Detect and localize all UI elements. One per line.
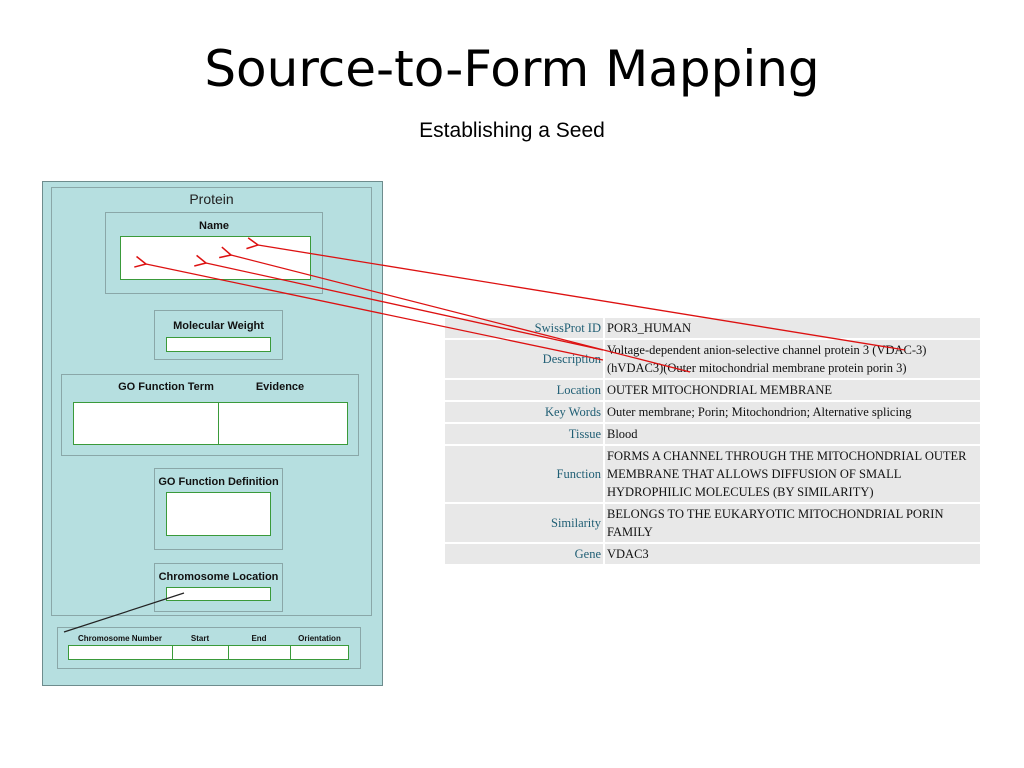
go-function-definition-field[interactable] (166, 492, 271, 536)
function-value: FORMS A CHANNEL THROUGH THE MITOCHONDRIA… (605, 446, 980, 502)
name-label: Name (199, 220, 229, 232)
go-function-definition-label: GO Function Definition (158, 476, 279, 488)
gene-value: VDAC3 (605, 544, 980, 564)
go-definition-section (154, 468, 283, 550)
swissprot-id-key: SwissProt ID (445, 318, 603, 338)
protein-form-title: Protein (189, 191, 234, 207)
chromosome-link-line (63, 592, 185, 633)
orientation-label: Orientation (298, 634, 341, 643)
chromosome-detail-section (57, 627, 361, 669)
orientation-field[interactable] (290, 645, 349, 660)
table-row: Similarity BELONGS TO THE EUKARYOTIC MIT… (445, 504, 980, 542)
start-label: Start (190, 634, 210, 643)
function-key: Function (445, 446, 603, 502)
tissue-value: Blood (605, 424, 980, 444)
tissue-key: Tissue (445, 424, 603, 444)
key-words-key: Key Words (445, 402, 603, 422)
location-key: Location (445, 380, 603, 400)
description-key: Description (445, 340, 603, 378)
molecular-weight-field[interactable] (166, 337, 271, 352)
arrow-swissprot-id-to-name (258, 245, 906, 351)
chromosome-location-label: Chromosome Location (158, 571, 279, 583)
molecular-weight-label: Molecular Weight (173, 320, 264, 332)
table-row: Function FORMS A CHANNEL THROUGH THE MIT… (445, 446, 980, 502)
arrow-description-to-name-3 (146, 264, 604, 361)
slide-title: Source-to-Form Mapping (204, 40, 820, 98)
key-words-value: Outer membrane; Porin; Mitochondrion; Al… (605, 402, 980, 422)
table-row: Key Words Outer membrane; Porin; Mitocho… (445, 402, 980, 422)
description-value: Voltage-dependent anion-selective channe… (605, 340, 980, 378)
table-row: SwissProt ID POR3_HUMAN (445, 318, 980, 338)
table-row: Tissue Blood (445, 424, 980, 444)
go-function-section (61, 374, 359, 456)
table-row: Description Voltage-dependent anion-sele… (445, 340, 980, 378)
swissprot-source-table: SwissProt ID POR3_HUMAN Description Volt… (443, 316, 982, 582)
evidence-label: Evidence (255, 381, 305, 393)
table-row: Location OUTER MITOCHONDRIAL MEMBRANE (445, 380, 980, 400)
arrow-description-to-name-2 (206, 263, 604, 351)
chromosome-location-field[interactable] (166, 587, 271, 601)
protein-form-inner (51, 187, 372, 616)
evidence-field[interactable] (218, 402, 348, 445)
go-function-term-label: GO Function Term (118, 381, 214, 393)
table-row: Gene VDAC3 (445, 544, 980, 564)
location-value: OUTER MITOCHONDRIAL MEMBRANE (605, 380, 980, 400)
arrow-description-to-name-1 (231, 255, 691, 373)
swissprot-id-value: POR3_HUMAN (605, 318, 980, 338)
name-section (105, 212, 323, 294)
similarity-value: BELONGS TO THE EUKARYOTIC MITOCHONDRIAL … (605, 504, 980, 542)
chromosome-number-label: Chromosome Number (77, 634, 162, 643)
similarity-key: Similarity (445, 504, 603, 542)
slide-subtitle: Establishing a Seed (419, 119, 605, 142)
name-field[interactable] (120, 236, 311, 280)
end-label: End (251, 634, 267, 643)
chromosome-location-section (154, 563, 283, 612)
molecular-weight-section (154, 310, 283, 360)
gene-key: Gene (445, 544, 603, 564)
